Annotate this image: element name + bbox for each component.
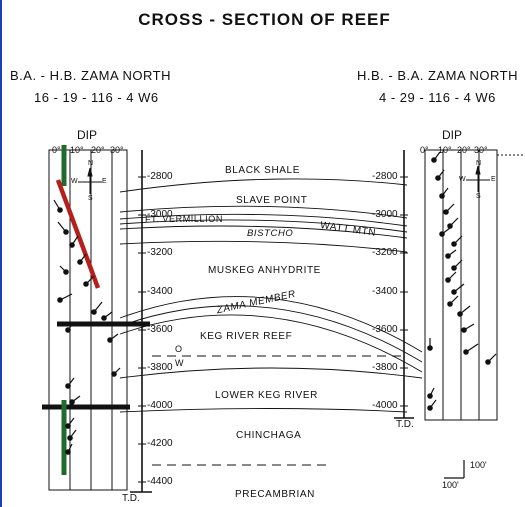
right-compass-e: E	[491, 176, 496, 183]
left-compass-w: W	[71, 178, 78, 185]
left-total-depth: T.D.	[122, 493, 140, 504]
scale-horizontal-label: 100'	[442, 480, 459, 490]
formation-ft-vermillion: FT. VERMILLION	[145, 214, 223, 224]
top-ft-vermillion-line	[119, 205, 408, 219]
right-total-depth: T.D.	[396, 419, 414, 430]
right-compass-w: W	[459, 176, 466, 183]
top-slave-point-line	[119, 178, 408, 193]
top-chinchaga-line	[119, 408, 408, 413]
right-dip-tadpoles	[427, 151, 497, 411]
right-well-location: 4 - 29 - 116 - 4 W6	[379, 90, 496, 105]
left-depth-4200: -4200	[147, 438, 173, 449]
right-compass-icon	[466, 165, 490, 192]
left-depth-2800: -2800	[147, 171, 173, 182]
left-depth-3000: -3000	[147, 209, 173, 220]
left-dip-tadpoles	[53, 199, 121, 455]
red-dip-trend	[55, 179, 101, 289]
formation-muskeg-anhydrite: MUSKEG ANHYDRITE	[208, 265, 321, 276]
watt-mtn-line-2	[119, 219, 408, 233]
right-depth-2800: -2800	[372, 171, 398, 182]
scale-vertical-label: 100'	[470, 460, 487, 470]
left-depth-4400: -4400	[147, 476, 173, 487]
figure-title: CROSS - SECTION OF REEF	[138, 10, 391, 29]
right-degree-0: 0°	[420, 145, 429, 155]
left-compass-s: S	[88, 195, 93, 202]
left-depth-3800: -3800	[147, 362, 173, 373]
left-well-location: 16 - 19 - 116 - 4 W6	[34, 90, 159, 105]
formation-slave-point: SLAVE POINT	[236, 195, 308, 206]
left-dip-track	[48, 149, 128, 491]
reef-inner-line	[119, 314, 423, 373]
correlation-lines	[119, 178, 423, 413]
left-depth-3600: -3600	[147, 324, 173, 335]
right-depth-3400: -3400	[372, 286, 398, 297]
top-muskeg-line	[119, 240, 408, 253]
marker-bars	[42, 321, 150, 410]
formation-keg-river-reef: KEG RIVER REEF	[200, 331, 293, 342]
left-well-name: B.A. - H.B. ZAMA NORTH	[10, 68, 172, 83]
top-lower-keg-river-line	[119, 367, 423, 379]
right-depth-3800: -3800	[372, 362, 398, 373]
right-depth-ticks	[400, 176, 408, 407]
right-dip-label: DIP	[442, 128, 463, 142]
formation-chinchaga: CHINCHAGA	[236, 430, 302, 441]
left-depth-ticks	[138, 176, 146, 483]
top-keg-river-reef-line	[119, 305, 423, 363]
right-depth-3600: -3600	[372, 324, 398, 335]
left-depth-4000: -4000	[147, 400, 173, 411]
scale-bar-icon	[444, 460, 465, 479]
right-depth-3200: -3200	[372, 247, 398, 258]
oil-water-contact-o: O	[175, 344, 183, 354]
right-well-name: H.B. - B.A. ZAMA NORTH	[357, 68, 519, 83]
left-depth-3200: -3200	[147, 247, 173, 258]
left-depth-3400: -3400	[147, 286, 173, 297]
left-compass-e: E	[102, 178, 107, 185]
right-depth-4000: -4000	[372, 400, 398, 411]
left-dip-label: DIP	[77, 128, 98, 142]
oil-water-contact-w: W	[175, 358, 185, 368]
watt-mtn-line-1	[119, 213, 408, 227]
top-zama-line	[119, 296, 423, 353]
formation-black-shale: BLACK SHALE	[225, 165, 300, 176]
right-depth-3000: -3000	[372, 209, 398, 220]
left-compass-icon	[78, 167, 102, 194]
top-bistcho-line	[119, 225, 408, 239]
right-compass-s: S	[476, 193, 481, 200]
formation-lower-keg-river: LOWER KEG RIVER	[215, 390, 318, 401]
formation-bistcho: BISTCHO	[247, 228, 294, 239]
formation-precambrian: PRECAMBRIAN	[235, 489, 315, 500]
